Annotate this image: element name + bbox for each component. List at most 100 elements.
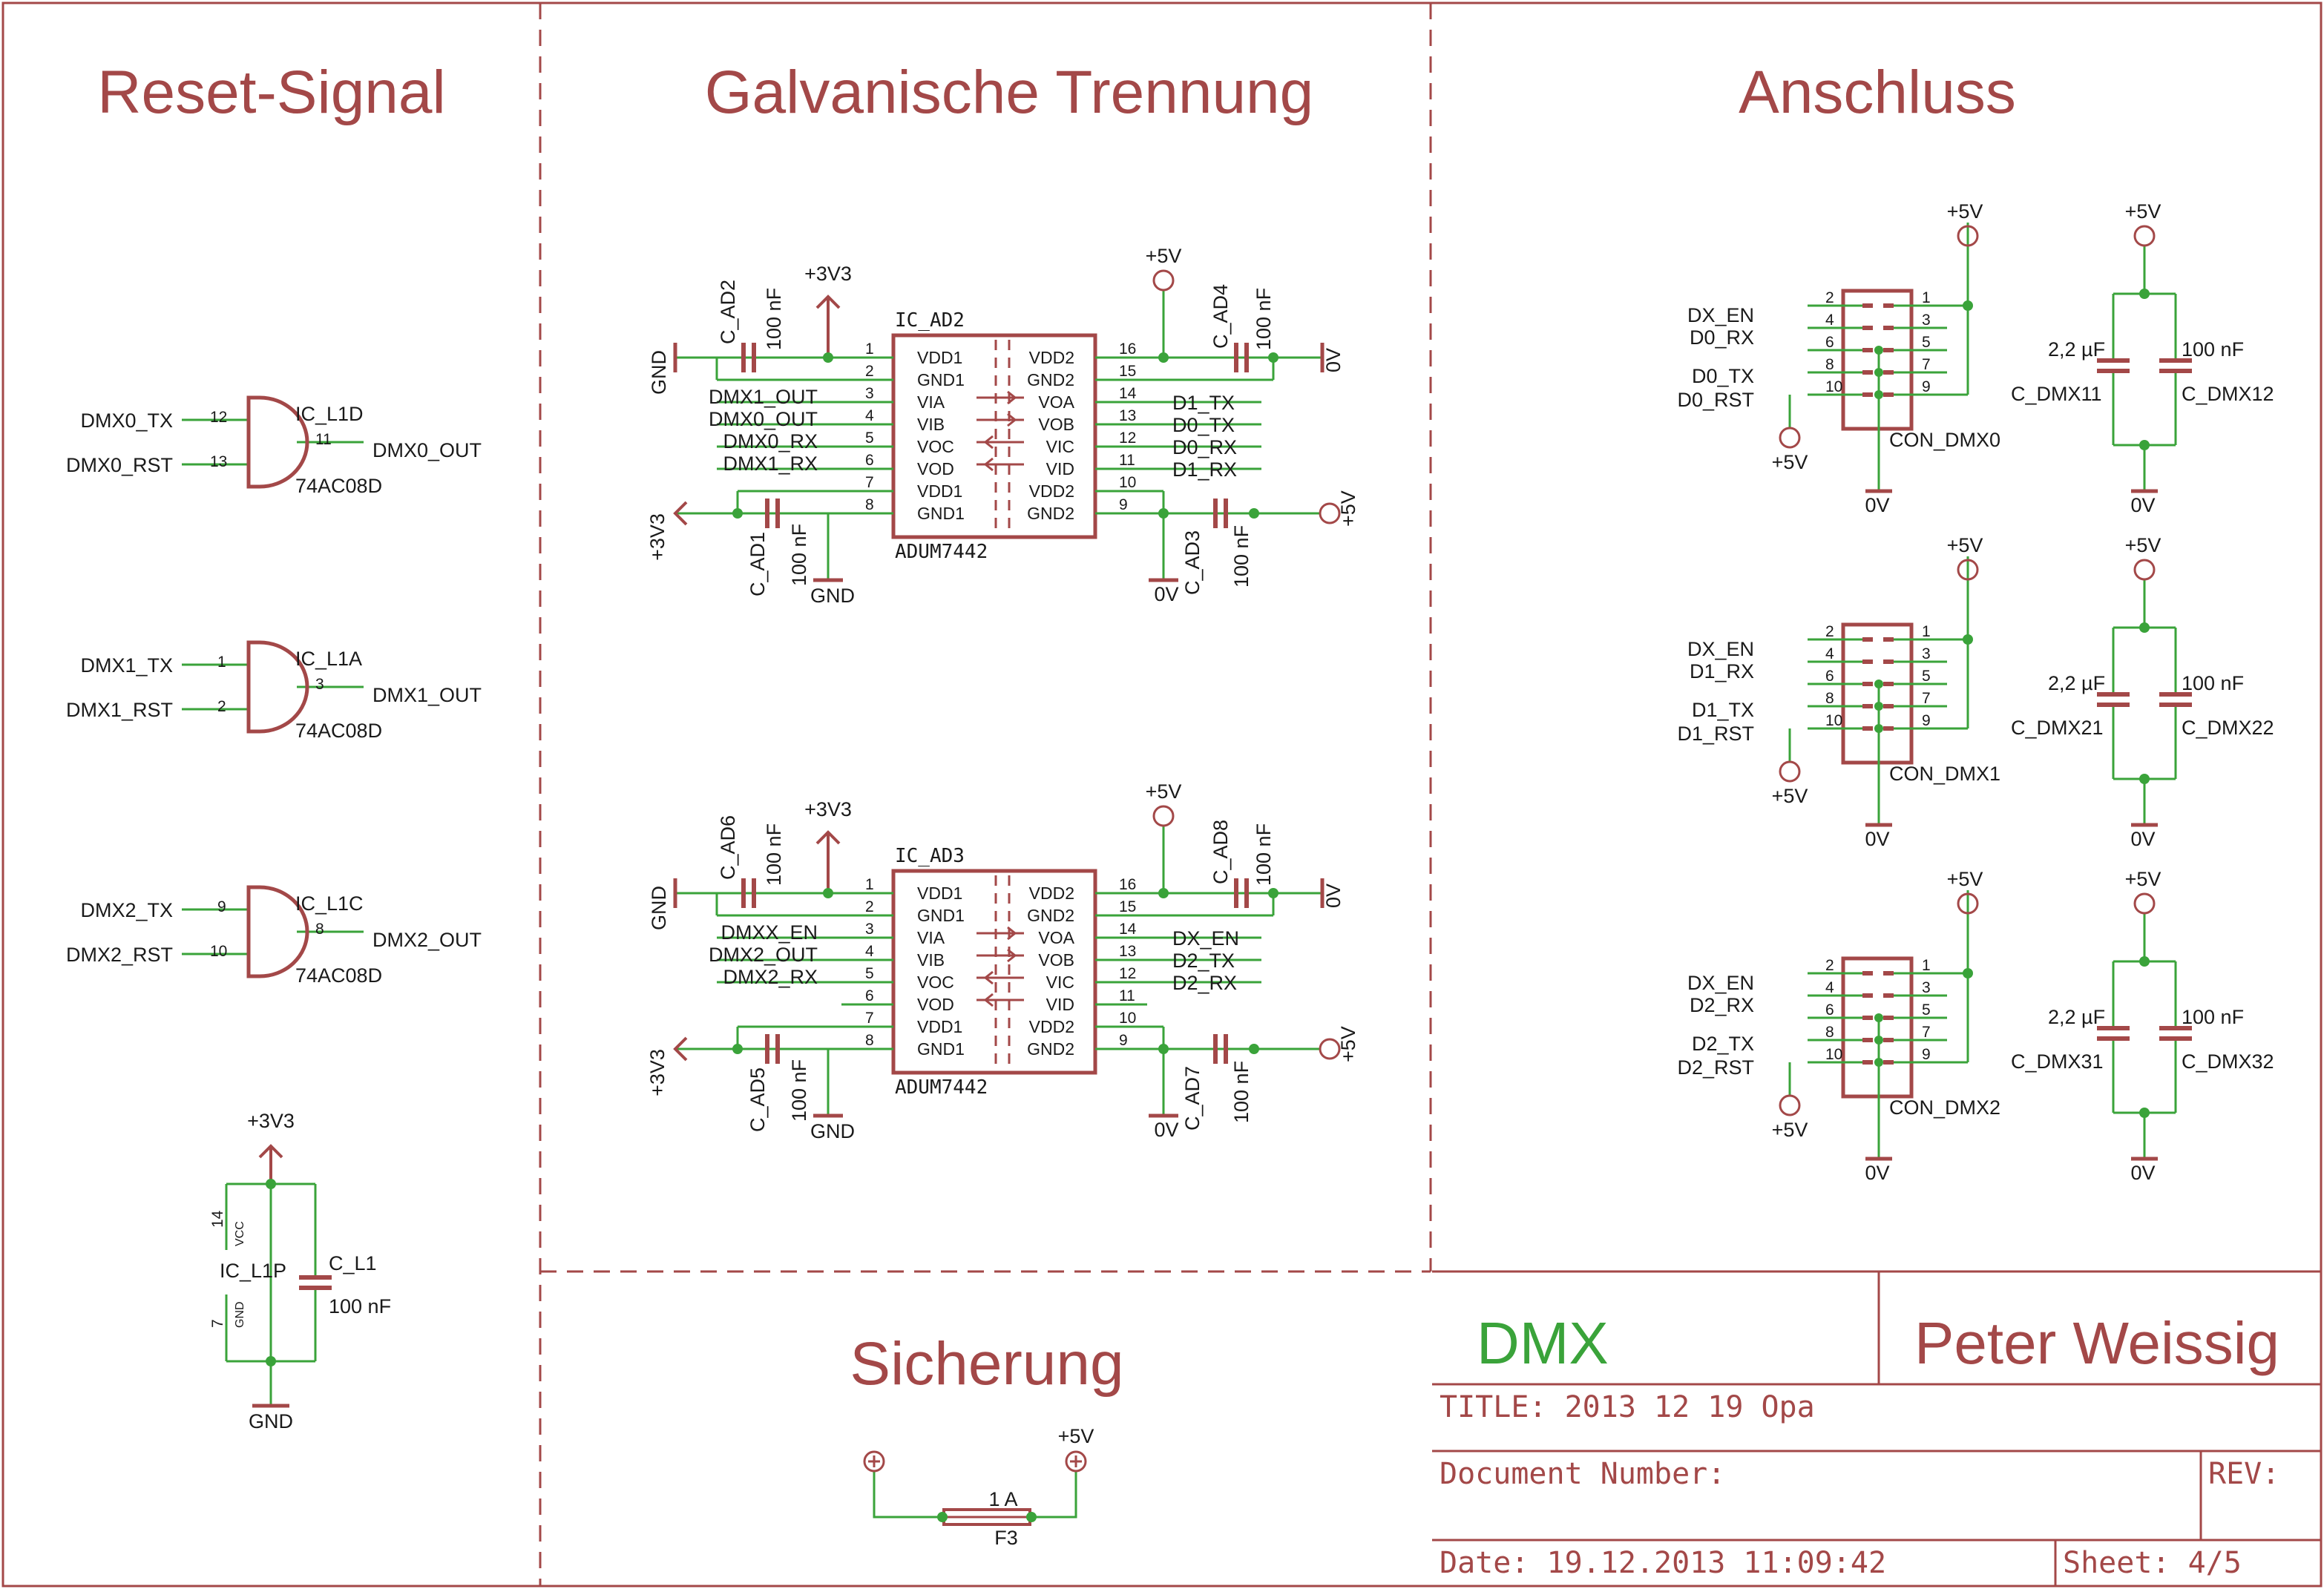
connector-body — [1841, 956, 1914, 1099]
pin-number: 2 — [217, 698, 226, 715]
arrow-head — [983, 993, 994, 1007]
pin-number: 2 — [1825, 623, 1834, 640]
supply-label: +5V — [1146, 780, 1182, 803]
junction-dot — [1158, 1044, 1169, 1054]
pin-number: 14 — [209, 1210, 226, 1228]
ic-body — [891, 869, 1097, 1075]
pin-name: VOD — [917, 459, 954, 478]
pin-number: 3 — [865, 385, 874, 402]
pin-name: GND2 — [1027, 1039, 1074, 1059]
part-value: 74AC08D — [295, 964, 382, 987]
net-label: DMX0_TX — [80, 409, 173, 432]
supply-label: +3V3 — [646, 1049, 669, 1096]
part-name: C_AD6 — [717, 815, 739, 880]
pin-name: VOA — [1038, 392, 1074, 412]
net-label: DX_EN — [1172, 927, 1239, 950]
supply-arrow — [673, 1036, 688, 1062]
pin-number: 4 — [1825, 645, 1834, 662]
supply-symbol — [2133, 225, 2156, 247]
pin-number: 8 — [1825, 356, 1834, 373]
part-value: 2,2 µF — [2048, 672, 2105, 694]
net-label: D2_RX — [1690, 994, 1754, 1016]
section-title-connector: Anschluss — [1739, 59, 2016, 126]
pin-number: 1 — [1922, 957, 1931, 974]
part-value: 2,2 µF — [2048, 338, 2105, 361]
pin-name: VOC — [917, 973, 954, 992]
supply-symbol — [1779, 1094, 1801, 1116]
part-name: C_DMX31 — [2011, 1050, 2104, 1073]
pin-name: VIC — [1046, 437, 1074, 456]
net-label: DMX2_OUT — [372, 929, 482, 951]
pin-number: 6 — [1825, 334, 1834, 351]
pin-name: VDD1 — [917, 348, 962, 367]
pin-number: 8 — [1825, 690, 1834, 707]
part-name: C_DMX22 — [2182, 717, 2274, 739]
pin-name: VDD2 — [1029, 1017, 1074, 1036]
author-name: Peter Weissig — [1914, 1310, 2279, 1376]
sheet-field: Sheet: 4/5 — [2063, 1546, 2242, 1580]
project-name: DMX — [1477, 1310, 1609, 1376]
gnd-label: 0V — [2130, 828, 2155, 850]
pin-name: VIC — [1046, 973, 1074, 992]
pin-number: 10 — [1825, 1046, 1842, 1063]
pin-number: 8 — [1825, 1024, 1834, 1041]
net-label: DMX2_RX — [723, 966, 818, 988]
pin-number: 2 — [865, 898, 874, 915]
junction-dot — [1874, 724, 1883, 733]
part-name: C_AD5 — [746, 1067, 769, 1132]
part-value: ADUM7442 — [895, 1076, 988, 1099]
part-value: 2,2 µF — [2048, 1006, 2105, 1028]
supply-arrow — [815, 295, 841, 309]
pin-number: 4 — [1825, 979, 1834, 996]
net-label: DMX0_RX — [723, 430, 818, 453]
pin-name: VIA — [917, 392, 945, 412]
junction-dot — [1268, 888, 1278, 898]
junction-dot — [2139, 1108, 2150, 1118]
pin-number: 7 — [865, 1010, 874, 1027]
pin-number: 3 — [1922, 312, 1931, 329]
part-name: C_AD7 — [1181, 1066, 1204, 1131]
junction-dot — [1874, 368, 1883, 377]
pin-number: 10 — [1119, 474, 1136, 491]
junction-dot — [2139, 622, 2150, 633]
pin-number: 14 — [1119, 385, 1137, 402]
junction-dot — [1158, 888, 1169, 898]
net-label: DMX0_OUT — [709, 408, 818, 430]
pin-number: 12 — [1119, 430, 1136, 447]
pin-number: 3 — [865, 921, 874, 938]
net-label: D1_TX — [1172, 392, 1235, 414]
pin-number: 12 — [210, 409, 227, 426]
gnd-label: 0V — [1865, 494, 1889, 516]
part-value: 100 nF — [1253, 288, 1275, 350]
part-value: 100 nF — [2182, 338, 2244, 361]
pin-number: 3 — [1922, 645, 1931, 662]
pin-name: VOB — [1038, 950, 1074, 970]
net-label: D1_RX — [1690, 660, 1754, 682]
net-label: D0_RX — [1690, 326, 1754, 349]
pin-number: 10 — [210, 943, 227, 960]
junction-dot — [1963, 300, 1973, 311]
junction-dot — [1026, 1512, 1037, 1522]
net-label: D0_TX — [1692, 365, 1754, 387]
pin-number: 1 — [1922, 289, 1931, 306]
pin-number: 3 — [315, 676, 324, 693]
pin-number: 11 — [1119, 452, 1135, 469]
junction-dot — [1249, 508, 1259, 519]
part-name: C_AD4 — [1209, 284, 1232, 349]
gnd-label: 0V — [1322, 348, 1345, 372]
junction-dot — [1874, 1036, 1883, 1044]
supply-label: +3V3 — [804, 798, 852, 820]
supply-label: +5V — [1947, 534, 1983, 556]
supply-symbol — [2133, 892, 2156, 915]
pin-number: 6 — [1825, 1001, 1834, 1019]
pin-number: 6 — [1825, 668, 1834, 685]
section-title-galvanic: Galvanische Trennung — [705, 59, 1314, 126]
supply-label: +5V — [1772, 1119, 1808, 1141]
pin-name: VDD2 — [1029, 884, 1074, 903]
pin-number: 10 — [1825, 712, 1842, 729]
part-name: IC_L1C — [295, 892, 364, 915]
pin-number: 9 — [1922, 1046, 1931, 1063]
part-value: 100 nF — [2182, 672, 2244, 694]
